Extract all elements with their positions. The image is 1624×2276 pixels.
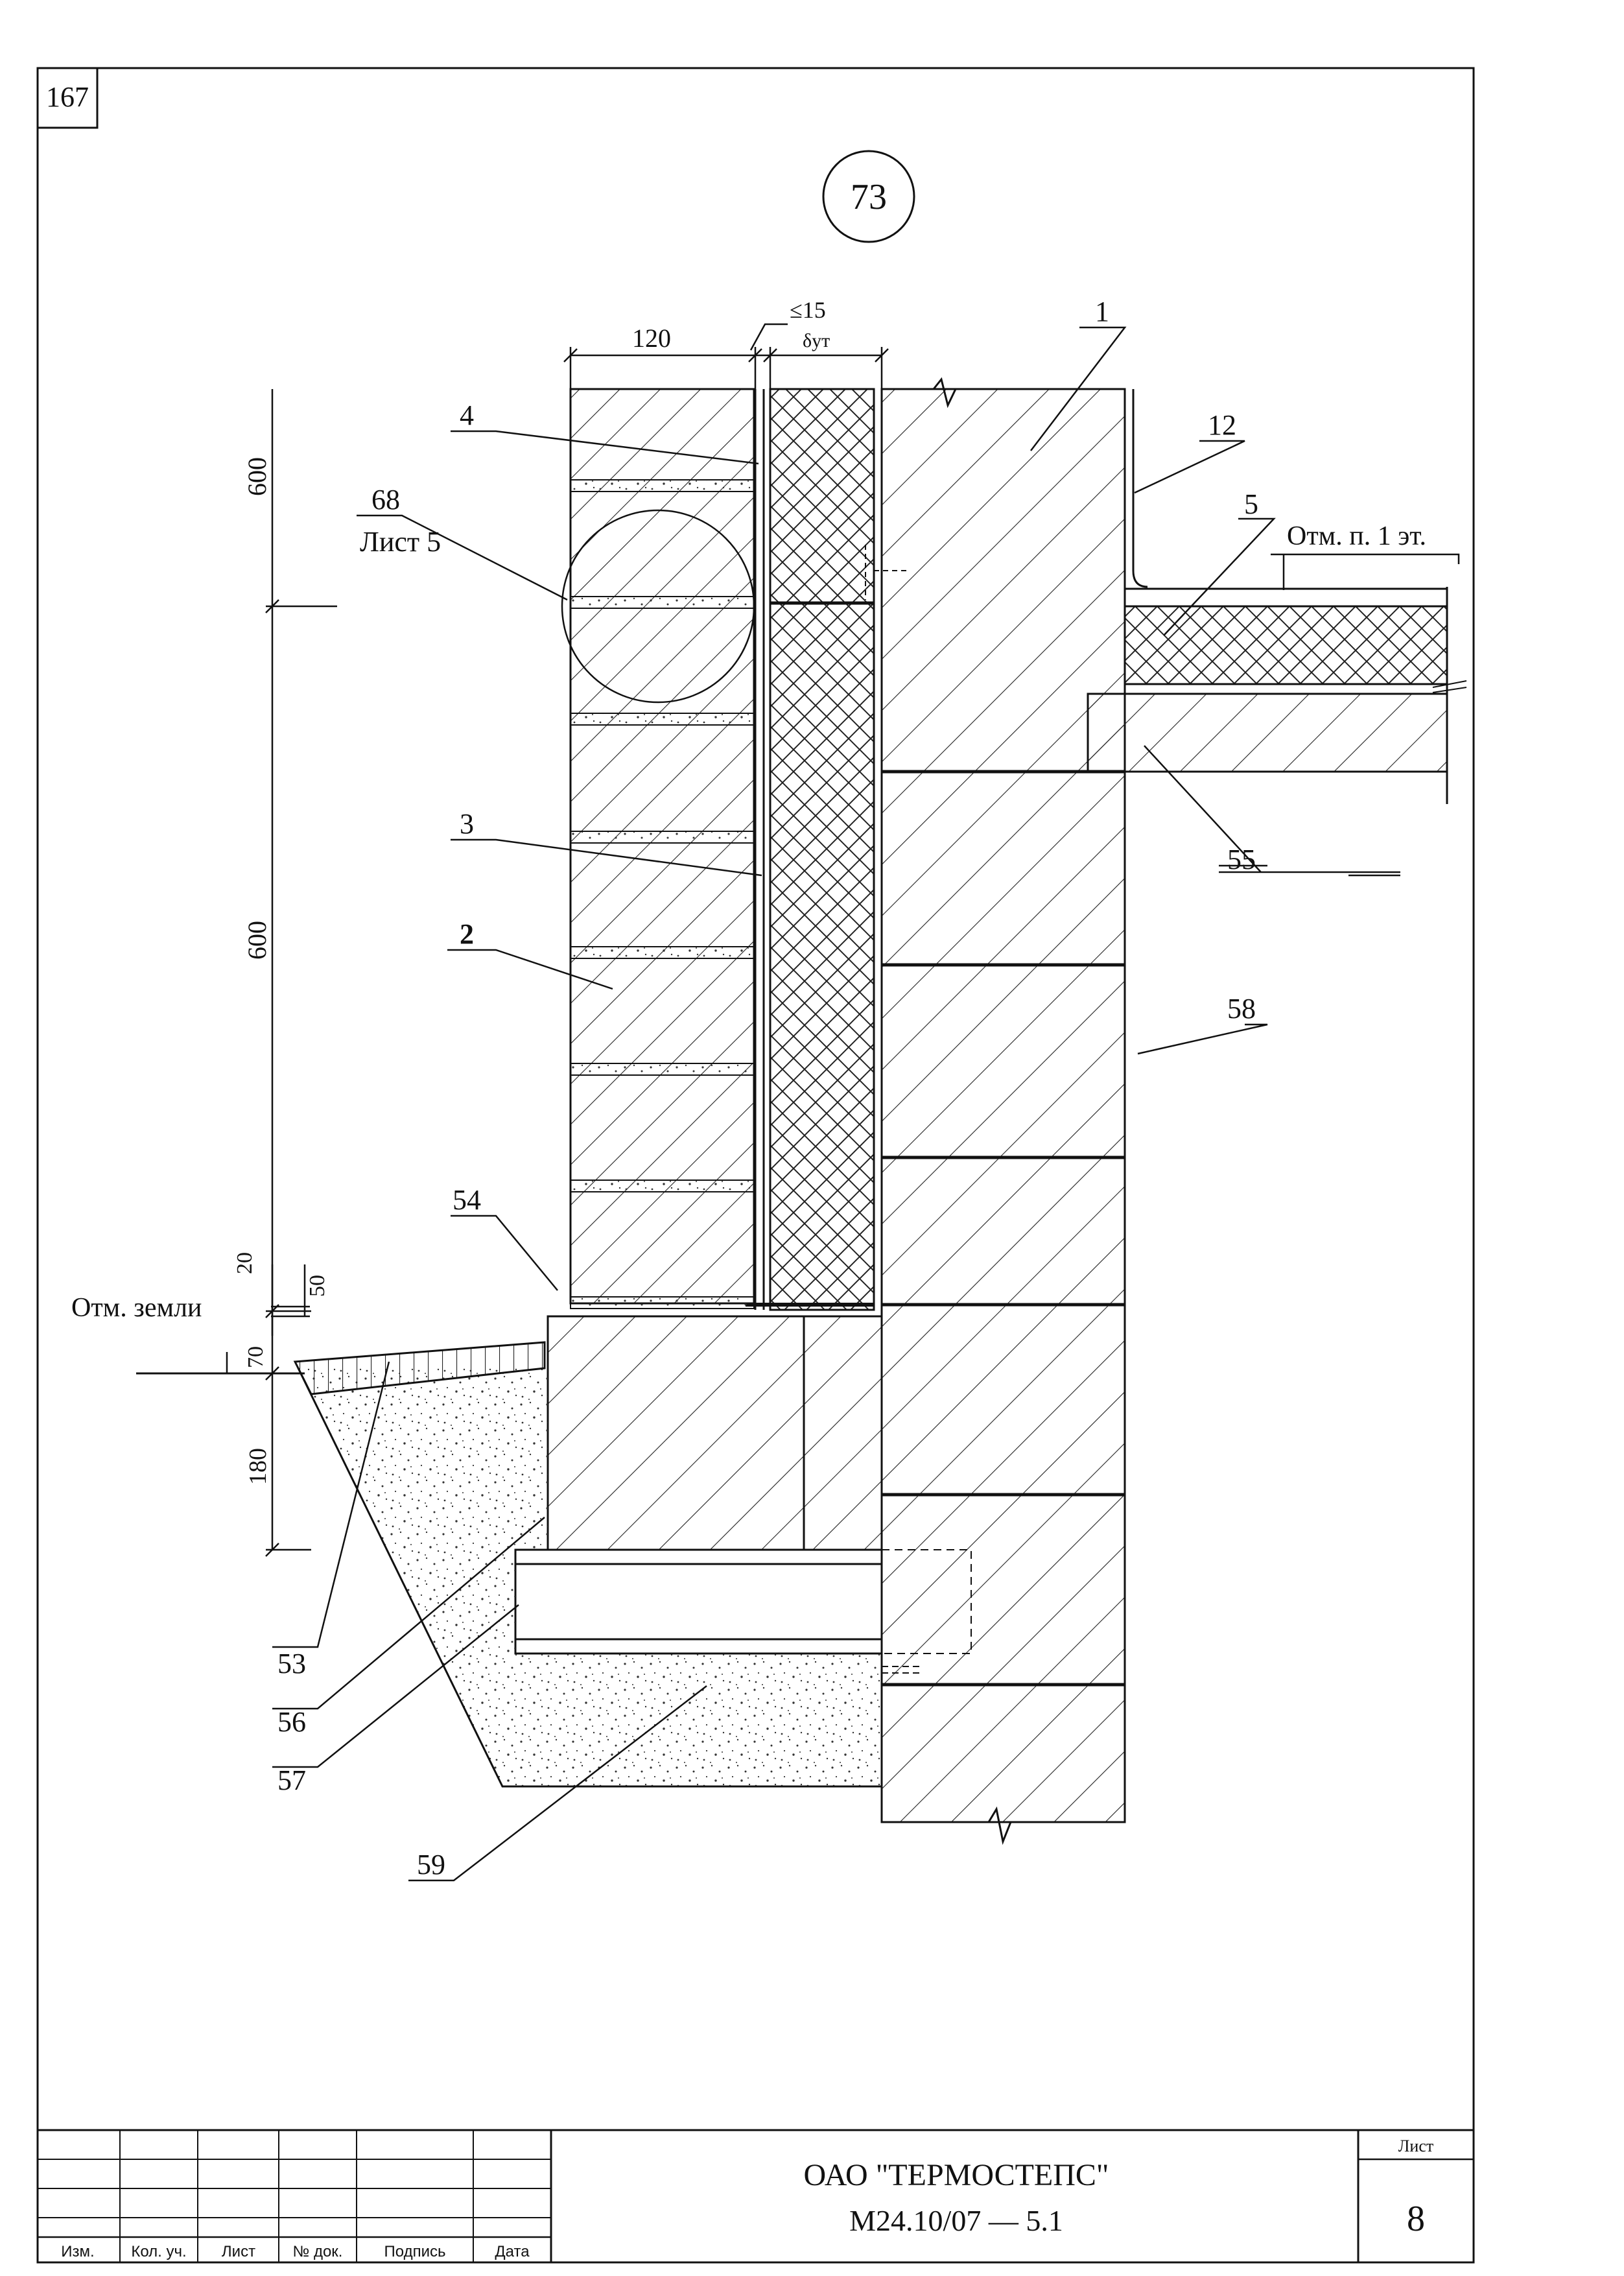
callout-54: 54	[453, 1184, 481, 1216]
page-number: 167	[46, 81, 89, 113]
level-floor: Отм. п. 1 эт.	[1287, 521, 1426, 551]
dim-insulation: δут	[803, 330, 830, 351]
page-number-box	[36, 67, 99, 129]
callout-1: 1	[1095, 296, 1109, 327]
callout-53: 53	[277, 1648, 306, 1679]
dim-70: 70	[244, 1346, 268, 1368]
tb-col-doc: № док.	[293, 2243, 343, 2260]
callout-57: 57	[277, 1764, 306, 1796]
sand-backfill	[298, 1368, 882, 1786]
tb-document-code: М24.10/07 — 5.1	[849, 2204, 1063, 2237]
tb-sheet-label: Лист	[1398, 2137, 1433, 2155]
callout-sheet-ref: Лист 5	[360, 526, 441, 558]
callout-3: 3	[460, 808, 474, 840]
bearing-wall-upper	[880, 388, 1126, 773]
sheet-frame	[36, 67, 1475, 2264]
blind-area	[293, 1341, 546, 1395]
dim-600-lower: 600	[242, 921, 272, 960]
dim-600-upper: 600	[242, 457, 272, 496]
tb-col-date: Дата	[495, 2243, 530, 2260]
callout-2: 2	[460, 918, 474, 950]
callout-4: 4	[460, 399, 474, 431]
leader-lines	[226, 326, 1460, 1882]
wall-insulation	[769, 388, 875, 1311]
dim-50: 50	[305, 1275, 329, 1297]
tb-col-sign: Подпись	[384, 2243, 446, 2260]
tb-organization: ОАО "ТЕРМОСТЕПС"	[804, 2158, 1109, 2192]
dim-air-gap: ≤15	[790, 297, 826, 323]
floor-insulation	[1124, 605, 1448, 685]
tb-col-kol: Кол. уч.	[131, 2243, 186, 2260]
plinth-beam	[547, 1315, 883, 1551]
callout-59: 59	[417, 1849, 445, 1880]
callout-12: 12	[1208, 409, 1236, 441]
facing-brick	[569, 388, 755, 1309]
callout-56: 56	[277, 1706, 306, 1738]
level-ground: Отм. земли	[71, 1293, 202, 1323]
detail-marker-circle	[822, 150, 915, 243]
callout-68: 68	[371, 484, 400, 516]
detail-number: 73	[851, 177, 887, 217]
block-wall-lower	[880, 770, 1126, 1823]
tb-sheet-number: 8	[1407, 2199, 1425, 2239]
dim-180: 180	[244, 1448, 272, 1485]
dimension-lines	[265, 323, 889, 1557]
floor-slab	[1087, 693, 1448, 773]
floor-screed	[1124, 587, 1448, 608]
tb-col-list: Лист	[222, 2243, 255, 2260]
break-mark-bottom	[882, 1806, 1125, 1845]
dim-facing-thickness: 120	[632, 324, 671, 353]
dim-20: 20	[233, 1252, 257, 1274]
detail-reference-circle	[561, 509, 755, 704]
callout-5: 5	[1244, 488, 1258, 520]
title-block	[38, 2129, 1474, 2262]
tb-col-izm: Изм.	[61, 2243, 94, 2260]
break-mark-top	[932, 377, 1125, 409]
callout-55: 55	[1227, 844, 1256, 875]
foundation-beam	[514, 1548, 883, 1655]
callout-58: 58	[1227, 993, 1256, 1025]
